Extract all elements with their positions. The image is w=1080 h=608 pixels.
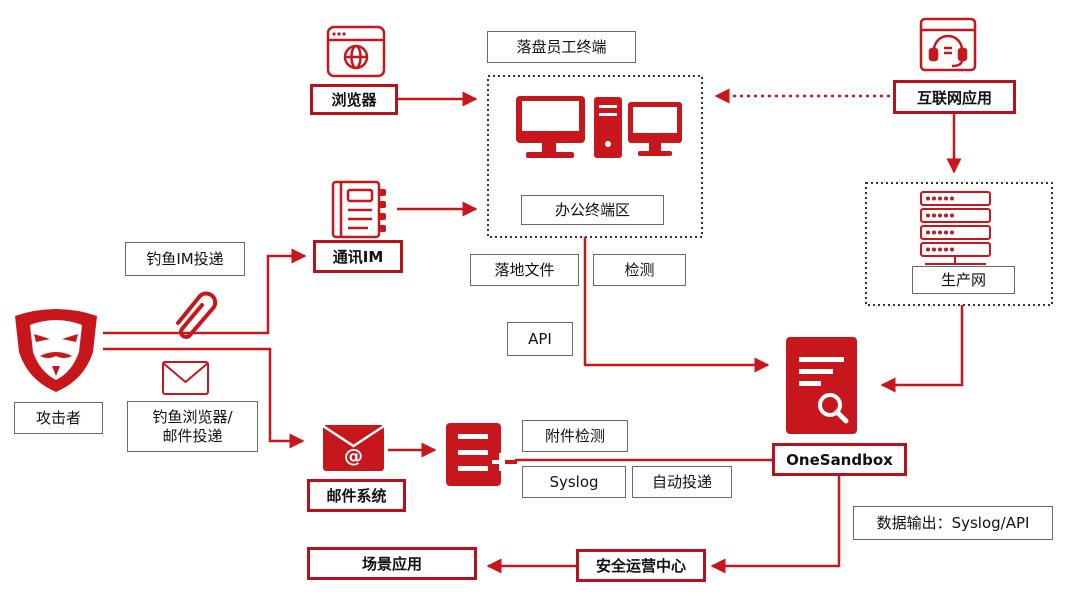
svg-text:@: @	[344, 445, 363, 467]
envelope-icon	[162, 361, 209, 395]
server-add-icon	[446, 423, 517, 486]
attacker-mask-icon	[15, 309, 97, 392]
office-zone-label: 办公终端区	[521, 195, 664, 225]
phishing-browser-mail-line1: 钓鱼浏览器/	[152, 407, 233, 426]
mail-icon: @	[322, 424, 385, 471]
attachment-detect-label: 附件检测	[522, 420, 628, 452]
production-label: 生产网	[912, 266, 1015, 294]
paperclip-icon	[176, 291, 218, 339]
mail-system-node: 邮件系统	[307, 479, 406, 512]
browser-icon	[326, 25, 386, 78]
notebook-tabs	[379, 189, 386, 232]
data-output-label: 数据输出：Syslog/API	[853, 506, 1053, 540]
endpoint-title-label: 落盘员工终端	[487, 31, 636, 63]
production-zone	[865, 182, 1053, 306]
endpoint-zone	[487, 75, 703, 238]
arrow-sandbox-to-soc	[710, 473, 841, 574]
phishing-im-label: 钓鱼IM投递	[125, 242, 245, 276]
sandbox-doc-search-icon	[786, 337, 857, 434]
api-label: API	[507, 322, 573, 356]
arrow-attacker-to-mail	[103, 347, 305, 449]
internet-app-node: 互联网应用	[893, 80, 1016, 114]
server-rack-icon	[920, 191, 991, 265]
scenario-node: 场景应用	[307, 547, 477, 580]
im-node: 通讯IM	[313, 240, 403, 273]
notebook-icon	[331, 180, 381, 239]
auto-deliver-label: 自动投递	[632, 466, 732, 498]
headset-app-icon	[919, 17, 977, 72]
arrow-endpoint-to-sandbox	[583, 237, 770, 373]
onesandbox-node: OneSandbox	[772, 443, 907, 476]
browser-node: 浏览器	[310, 84, 398, 115]
phishing-browser-mail-line2: 邮件投递	[162, 426, 223, 445]
landing-file-label: 落地文件	[470, 254, 579, 286]
detect-label: 检测	[593, 254, 686, 286]
attacker-label: 攻击者	[14, 402, 103, 434]
arrow-production-to-sandbox	[880, 305, 964, 393]
phishing-browser-mail-label: 钓鱼浏览器/ 邮件投递	[127, 401, 258, 452]
syslog-label: Syslog	[522, 466, 626, 498]
arrow-attacker-to-im	[103, 248, 307, 335]
soc-node: 安全运营中心	[576, 549, 706, 582]
